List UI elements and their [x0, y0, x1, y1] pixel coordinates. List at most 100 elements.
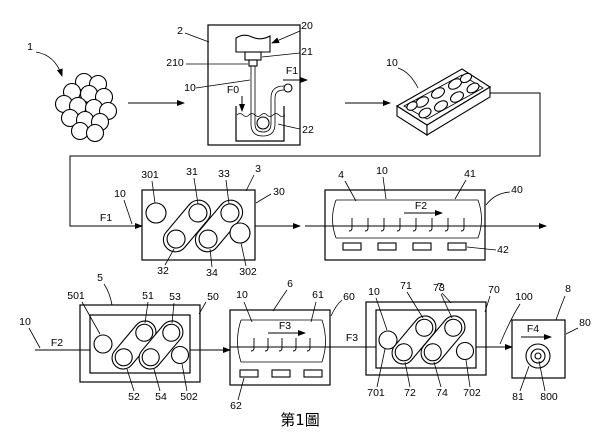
unit2-housing — [207, 24, 301, 146]
unit7-roller-71 — [415, 318, 434, 337]
unit2-nozzle-body-ref: 210 — [166, 57, 184, 69]
unit3-ref-leader — [245, 174, 255, 192]
unit5-housing-leader — [198, 301, 207, 315]
unit5-roller-54-leader — [153, 368, 161, 392]
unit7-product-leader — [499, 303, 521, 345]
unit1-leader — [35, 51, 63, 77]
unit2-strand-inner — [254, 66, 285, 133]
unit3-housing-ref: 30 — [273, 186, 285, 198]
unit5-roller-51-leader — [144, 301, 149, 324]
unit5-roller-53-leader — [171, 302, 175, 324]
unit3-roller-pair-a — [162, 199, 212, 253]
unit6-tube-right-end — [321, 319, 326, 363]
unit7-roller-pair-b — [420, 315, 466, 365]
unit4-tube-leader — [454, 179, 467, 200]
unit6-strand-ref: 10 — [236, 289, 248, 301]
unit3-roller-34-ref: 34 — [206, 267, 218, 279]
pebble — [418, 107, 432, 119]
unit7-housing — [365, 301, 487, 376]
unit7-ref: 7 — [437, 281, 443, 293]
unit4-tube-ref: 41 — [464, 168, 476, 180]
unit5-flow-label: F2 — [51, 337, 63, 349]
unit7-roller-73-leader — [440, 293, 453, 319]
pebble — [430, 87, 446, 99]
unit2-strand-leader — [195, 79, 251, 89]
unit6-strip — [239, 369, 259, 378]
unit3-housing-leader — [255, 193, 272, 204]
unit7-inner-frame — [375, 309, 477, 369]
unit5-roller-last-ref: 502 — [180, 391, 198, 403]
unit5-roller-51-ref: 51 — [142, 290, 154, 302]
unit4-tube-left-end — [332, 199, 337, 239]
unit5-ref: 5 — [97, 272, 103, 284]
unit3-flow-label: F1 — [100, 212, 112, 224]
unit7-product-ref: 100 — [515, 291, 533, 303]
unit7-roller-72-ref: 72 — [404, 387, 416, 399]
fiber-mark — [460, 218, 465, 232]
unit2-nozzle-ref: 21 — [301, 46, 313, 58]
figure-caption: 第1圖 — [280, 411, 320, 429]
unit4-strip-leader — [466, 246, 497, 251]
unit7-roller-first-ref: 701 — [367, 387, 385, 399]
unit5-inner-frame — [89, 314, 191, 374]
unit4-fibers — [348, 218, 465, 232]
unit6-ref-leader — [272, 289, 288, 312]
unit3-strand-ref: 10 — [114, 188, 126, 200]
unit8-flow-label: F4 — [527, 323, 539, 335]
unit3-roller-last-ref: 302 — [239, 266, 257, 278]
unit7-housing-ref: 70 — [488, 284, 500, 296]
unit7-strand-ref: 10 — [368, 286, 380, 298]
unit3-roller-pair-b — [194, 199, 244, 253]
unit7-roller-72 — [394, 343, 413, 362]
connector-tray-to-unit3 — [69, 92, 541, 229]
pebble — [406, 101, 418, 111]
unit4-housing — [324, 189, 486, 261]
unit2-head-ref: 20 — [301, 20, 313, 32]
fiber-mark — [292, 338, 297, 352]
unit8-housing-leader — [565, 327, 579, 335]
unit4-strip — [412, 242, 432, 251]
unit6-tube-leader — [310, 301, 317, 323]
fiber-mark — [428, 218, 433, 232]
unit2-strand-ref: 10 — [184, 82, 196, 94]
unit2-head-leader — [271, 30, 301, 44]
unit8-housing-ref: 80 — [579, 317, 591, 329]
unit5-roller-pair-b — [138, 320, 184, 370]
pebble — [449, 91, 465, 103]
unit7-roller-pair-a — [391, 315, 437, 365]
unit8-core — [534, 352, 542, 360]
unit3-roller-32-ref: 32 — [157, 265, 169, 277]
tray-pebbles — [406, 72, 480, 119]
unit3-roller-last-leader — [240, 242, 247, 267]
unit6-strip-ref: 62 — [230, 400, 242, 412]
fiber-mark — [396, 218, 401, 232]
unit8-reel-ref: 81 — [512, 391, 524, 403]
unit4-ref-leader — [344, 180, 357, 202]
unit3-roller-33 — [220, 203, 240, 223]
unit5-roller-first-leader — [81, 301, 101, 335]
unit3-roller-32 — [166, 229, 186, 249]
unit7-ref-leader — [441, 292, 452, 304]
unit2-head — [235, 34, 271, 53]
unit2-nozzle-tip — [248, 59, 258, 67]
unit6-fibers — [250, 338, 311, 352]
unit8-core-leader — [538, 360, 546, 392]
unit3-roller-31-ref: 31 — [186, 166, 198, 178]
unit2-nozzle-leader — [261, 52, 301, 58]
unit5-housing — [79, 304, 201, 383]
unit5-ref-leader — [103, 283, 113, 306]
unit2-flow-down-label: F0 — [227, 84, 239, 96]
unit3-roller-31 — [188, 203, 208, 223]
unit6-tube-left-end — [237, 319, 242, 363]
unit8-ref: 8 — [565, 283, 571, 295]
unit3-roller-31-leader — [193, 177, 199, 205]
unit3-strand-leader — [123, 199, 133, 225]
unit2-flow-out-label: F1 — [286, 65, 298, 77]
unit5-strand-leader — [28, 327, 41, 349]
unit7-flow-label: F3 — [346, 332, 358, 344]
unit7-roller-74 — [423, 343, 442, 362]
unit7-roller-first-leader — [376, 348, 386, 388]
unit3-roller-34-leader — [209, 248, 213, 268]
unit7-roller-last — [455, 341, 475, 361]
